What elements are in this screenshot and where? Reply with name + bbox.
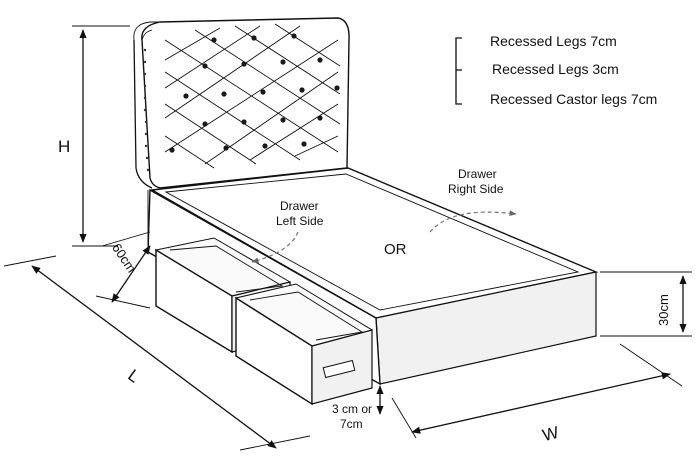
headboard-stud-trim	[143, 48, 150, 172]
tufting-buttons	[169, 33, 340, 153]
or-label: OR	[384, 241, 407, 258]
base-height-label: 30cm	[656, 294, 671, 326]
drawer-right-label-line2: Right Side	[448, 182, 504, 196]
clearance-dimension: 3 cm or 7cm	[332, 385, 384, 431]
headboard	[133, 17, 350, 189]
length-label: L	[124, 366, 143, 387]
depth-label: 60cm	[109, 241, 139, 276]
depth-dimension: 60cm	[95, 231, 151, 309]
tufting-pattern	[164, 23, 341, 169]
height-label: H	[58, 137, 70, 156]
option-recessed-legs-3cm: Recessed Legs 3cm	[492, 61, 619, 77]
drawer-left-label-line1: Drawer	[280, 199, 319, 213]
width-label: W	[540, 423, 560, 445]
base-height-dimension: 30cm	[600, 271, 692, 337]
width-dimension: W	[391, 343, 683, 445]
drawer-left-label-line2: Left Side	[276, 214, 324, 228]
drawer-handle	[322, 359, 356, 379]
clearance-label-line1: 3 cm or	[332, 402, 372, 416]
option-recessed-castor-legs-7cm: Recessed Castor legs 7cm	[490, 91, 657, 107]
clearance-label-line2: 7cm	[340, 417, 363, 431]
leg-options-list: Recessed Legs 7cm Recessed Legs 3cm Rece…	[455, 33, 657, 107]
drawer-right-annotation: Drawer Right Side	[429, 167, 517, 233]
option-recessed-legs-7cm: Recessed Legs 7cm	[490, 33, 617, 49]
drawer-right-label-line1: Drawer	[458, 167, 497, 181]
height-dimension: H	[58, 25, 130, 247]
drawer-left-annotation: Drawer Left Side	[251, 199, 324, 264]
